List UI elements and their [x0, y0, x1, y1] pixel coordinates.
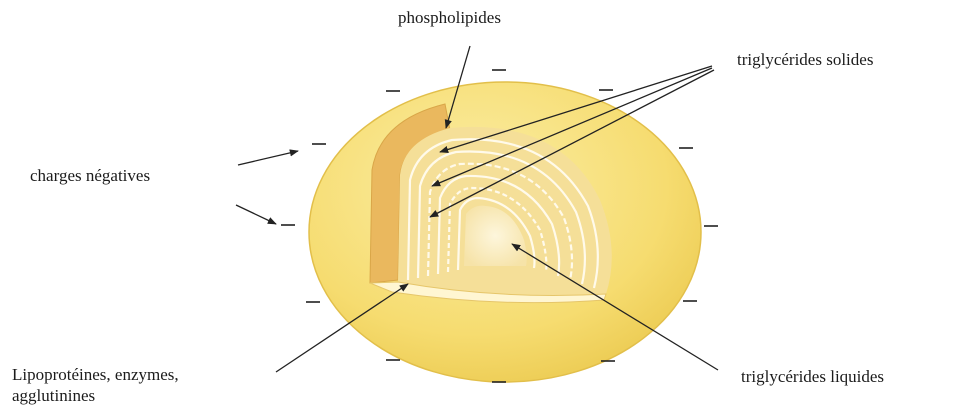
label-triglycerides-solides: triglycérides solides [737, 50, 873, 70]
arrow-charges-2 [236, 205, 276, 224]
label-charges-negatives: charges négatives [30, 166, 150, 186]
arrow-charges-1 [238, 151, 298, 165]
label-triglycerides-liquides: triglycérides liquides [741, 367, 884, 387]
label-phospholipides: phospholipides [398, 8, 501, 28]
label-agglutinines: agglutinines [12, 386, 95, 406]
label-lipoproteines: Lipoprotéines, enzymes, [12, 365, 179, 385]
